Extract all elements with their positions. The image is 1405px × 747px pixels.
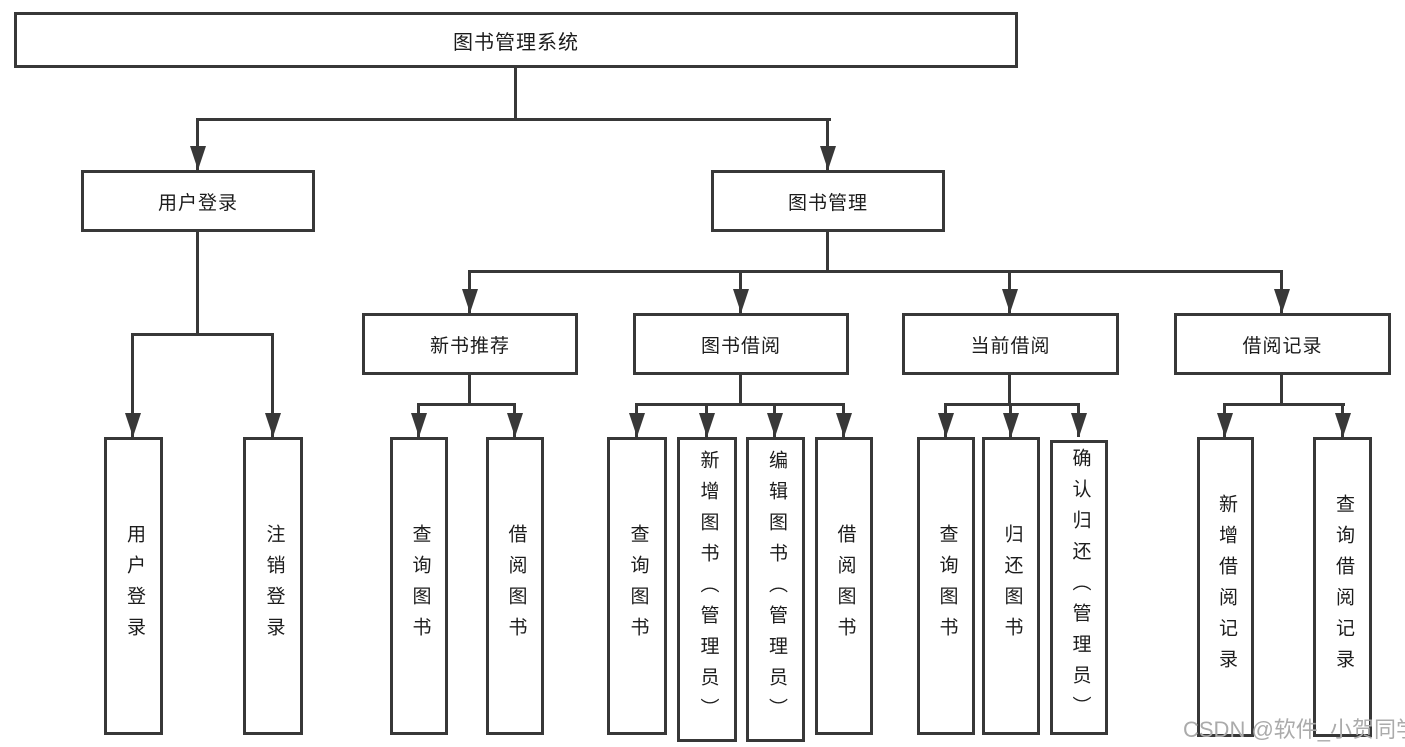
connector-line [417,403,516,406]
node-leaf-confirm-return-admin-label: 确认归还（管理员） [1069,448,1091,727]
arrowhead-down-icon [699,413,715,437]
node-current-borrow: 当前借阅 [902,313,1119,375]
node-leaf-query-borrow-record: 查询借阅记录 [1313,437,1372,737]
node-leaf-borrow-books-2: 借阅图书 [815,437,873,735]
node-user-login: 用户登录 [81,170,315,232]
node-leaf-borrow-books-1: 借阅图书 [486,437,544,735]
node-leaf-return-books: 归还图书 [982,437,1040,735]
arrowhead-down-icon [733,289,749,313]
connector-line [196,118,199,170]
node-book-borrow-label: 图书借阅 [700,335,781,357]
node-leaf-user-login-label: 用户登录 [123,524,145,648]
node-leaf-logout: 注销登录 [243,437,303,735]
connector-line [1008,375,1011,406]
connector-line [196,232,199,335]
arrowhead-down-icon [836,413,852,437]
arrowhead-down-icon [1071,413,1087,437]
connector-line [131,333,134,437]
node-leaf-query-books-2-label: 查询图书 [627,524,649,648]
arrowhead-down-icon [1002,289,1018,313]
connector-line [468,270,1283,273]
node-leaf-query-books-3: 查询图书 [917,437,975,735]
node-new-book-recommend: 新书推荐 [362,313,578,375]
node-user-login-label: 用户登录 [157,192,238,214]
connector-line [944,403,1080,406]
connector-line [826,118,829,170]
node-leaf-borrow-books-2-label: 借阅图书 [834,524,856,648]
arrowhead-down-icon [265,413,281,437]
node-library-management-system-label: 图书管理系统 [453,31,579,54]
arrowhead-down-icon [1217,413,1233,437]
arrowhead-down-icon [629,413,645,437]
node-borrow-records-label: 借阅记录 [1242,335,1323,357]
node-borrow-records: 借阅记录 [1174,313,1391,375]
arrowhead-down-icon [938,413,954,437]
connector-line [1280,375,1283,406]
arrowhead-down-icon [1003,413,1019,437]
arrowhead-down-icon [411,413,427,437]
node-leaf-edit-books-admin: 编辑图书（管理员） [746,437,805,742]
arrowhead-down-icon [125,413,141,437]
connector-line [1223,403,1345,406]
connector-line [271,333,274,437]
node-leaf-user-login: 用户登录 [104,437,163,735]
connector-line [739,375,742,406]
node-leaf-add-borrow-record: 新增借阅记录 [1197,437,1254,737]
node-leaf-query-books-2: 查询图书 [607,437,667,735]
node-leaf-add-borrow-record-label: 新增借阅记录 [1215,494,1237,680]
arrowhead-down-icon [1335,413,1351,437]
connector-line [468,375,471,406]
connector-line [826,232,829,273]
connector-line [196,118,831,121]
node-leaf-logout-label: 注销登录 [263,524,285,648]
csdn-watermark: CSDN @软件_小贺同学 [1183,717,1405,742]
node-book-management: 图书管理 [711,170,945,232]
node-leaf-query-books-1-label: 查询图书 [409,524,431,648]
node-leaf-add-books-admin: 新增图书（管理员） [677,437,737,742]
node-leaf-query-borrow-record-label: 查询借阅记录 [1332,494,1354,680]
node-leaf-query-books-1: 查询图书 [390,437,448,735]
node-leaf-query-books-3-label: 查询图书 [936,524,958,648]
node-book-borrow: 图书借阅 [633,313,849,375]
node-leaf-edit-books-admin-label: 编辑图书（管理员） [765,450,787,729]
node-current-borrow-label: 当前借阅 [970,335,1051,357]
arrowhead-down-icon [462,289,478,313]
connector-line [514,68,517,120]
arrowhead-down-icon [507,413,523,437]
arrowhead-down-icon [1274,289,1290,313]
node-library-management-system: 图书管理系统 [14,12,1018,68]
connector-line [131,333,274,336]
node-book-management-label: 图书管理 [787,192,868,214]
arrowhead-down-icon [190,146,206,170]
node-leaf-return-books-label: 归还图书 [1001,524,1023,648]
node-leaf-confirm-return-admin: 确认归还（管理员） [1050,440,1108,735]
arrowhead-down-icon [767,413,783,437]
node-new-book-recommend-label: 新书推荐 [429,335,510,357]
arrowhead-down-icon [820,146,836,170]
node-leaf-borrow-books-1-label: 借阅图书 [505,524,527,648]
node-leaf-add-books-admin-label: 新增图书（管理员） [697,450,719,729]
connector-line [635,403,845,406]
